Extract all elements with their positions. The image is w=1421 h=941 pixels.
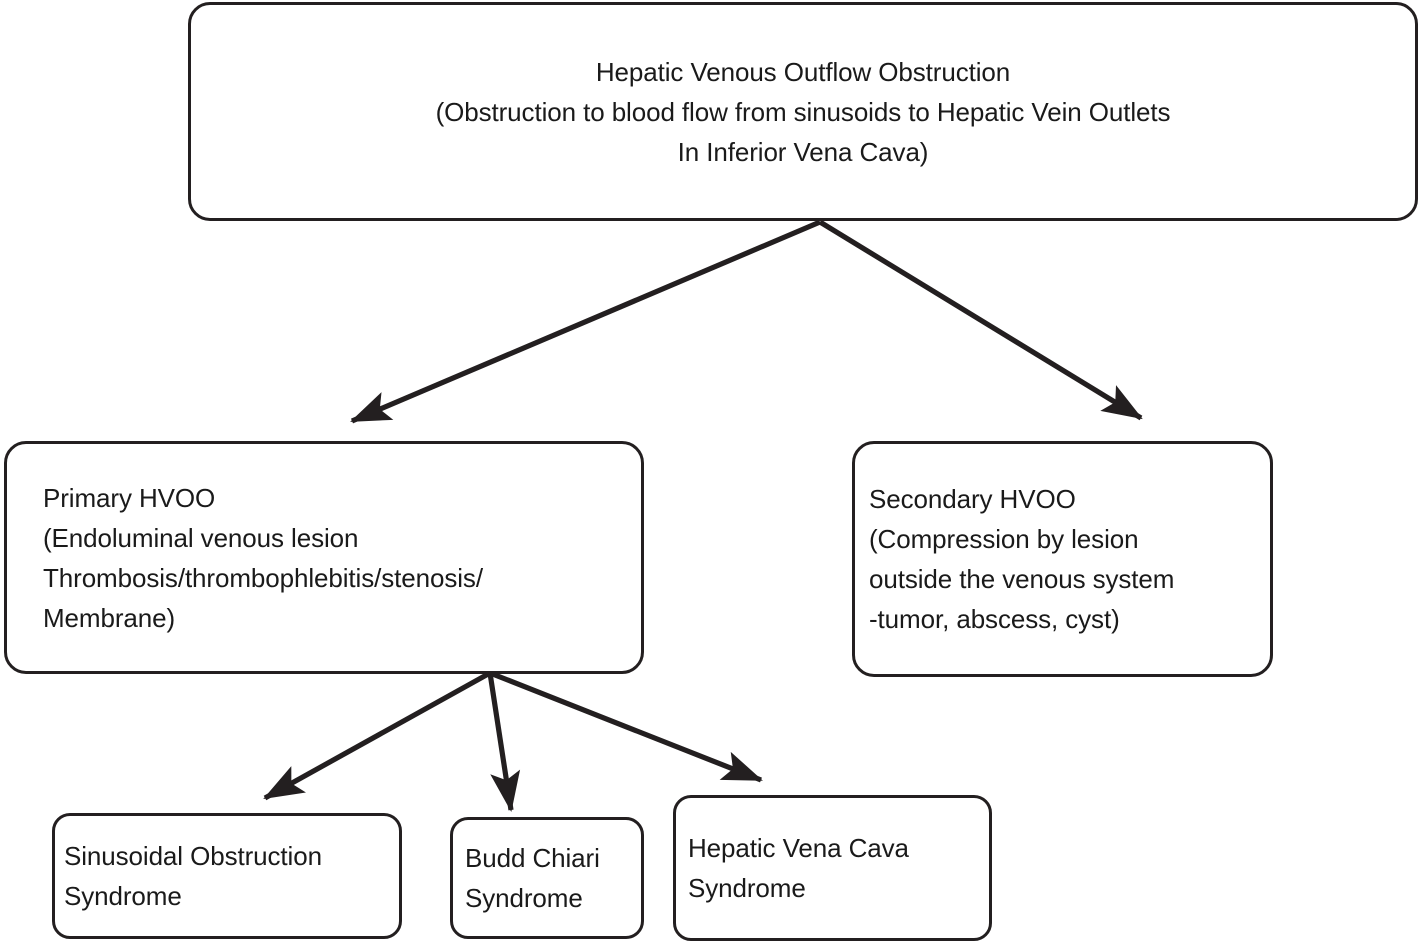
node-primary-line-3: Thrombosis/thrombophlebitis/stenosis/ [43,562,483,593]
node-secondary-line-1: Secondary HVOO [869,484,1076,514]
edge-primary-to-sos [263,670,492,801]
node-hepatic-venous-outflow-obstruction[interactable]: Hepatic Venous Outflow Obstruction (Obst… [188,2,1418,221]
node-bcs-line-2: Syndrome [465,883,583,913]
node-secondary-line-3: outside the venous system [869,564,1175,594]
node-secondary-line-4: -tumor, abscess, cyst) [869,604,1120,634]
node-secondary-hvoo[interactable]: Secondary HVOO (Compression by lesion ou… [852,441,1273,677]
node-secondary-line-2: (Compression by lesion [869,524,1139,554]
node-bcs-line-1: Budd Chiari [465,843,600,873]
node-sos-line-2: Syndrome [64,881,182,911]
node-hvcs-line-1: Hepatic Vena Cava [688,833,909,863]
edge-root-to-secondary [818,219,1143,421]
node-sinusoidal-obstruction-syndrome[interactable]: Sinusoidal Obstruction Syndrome [52,813,402,939]
node-hepatic-vena-cava-syndrome[interactable]: Hepatic Vena Cava Syndrome [673,795,992,941]
node-root-line-3: In Inferior Vena Cava) [677,136,929,167]
edge-root-to-primary [350,219,822,424]
node-sos-line-1: Sinusoidal Obstruction [64,841,322,871]
node-root-line-1: Hepatic Venous Outflow Obstruction [595,56,1011,87]
node-primary-hvoo[interactable]: Primary HVOO (Endoluminal venous lesion … [4,441,644,674]
edge-primary-to-bcs [487,672,521,813]
node-primary-line-4: Membrane) [43,602,176,633]
node-primary-line-1: Primary HVOO [43,482,216,513]
node-hvcs-line-2: Syndrome [688,873,806,903]
node-root-line-2: (Obstruction to blood flow from sinusoid… [435,96,1171,127]
node-primary-line-2: (Endoluminal venous lesion [43,522,359,553]
edge-primary-to-hvcs [489,670,763,783]
node-budd-chiari-syndrome[interactable]: Budd Chiari Syndrome [450,817,644,939]
